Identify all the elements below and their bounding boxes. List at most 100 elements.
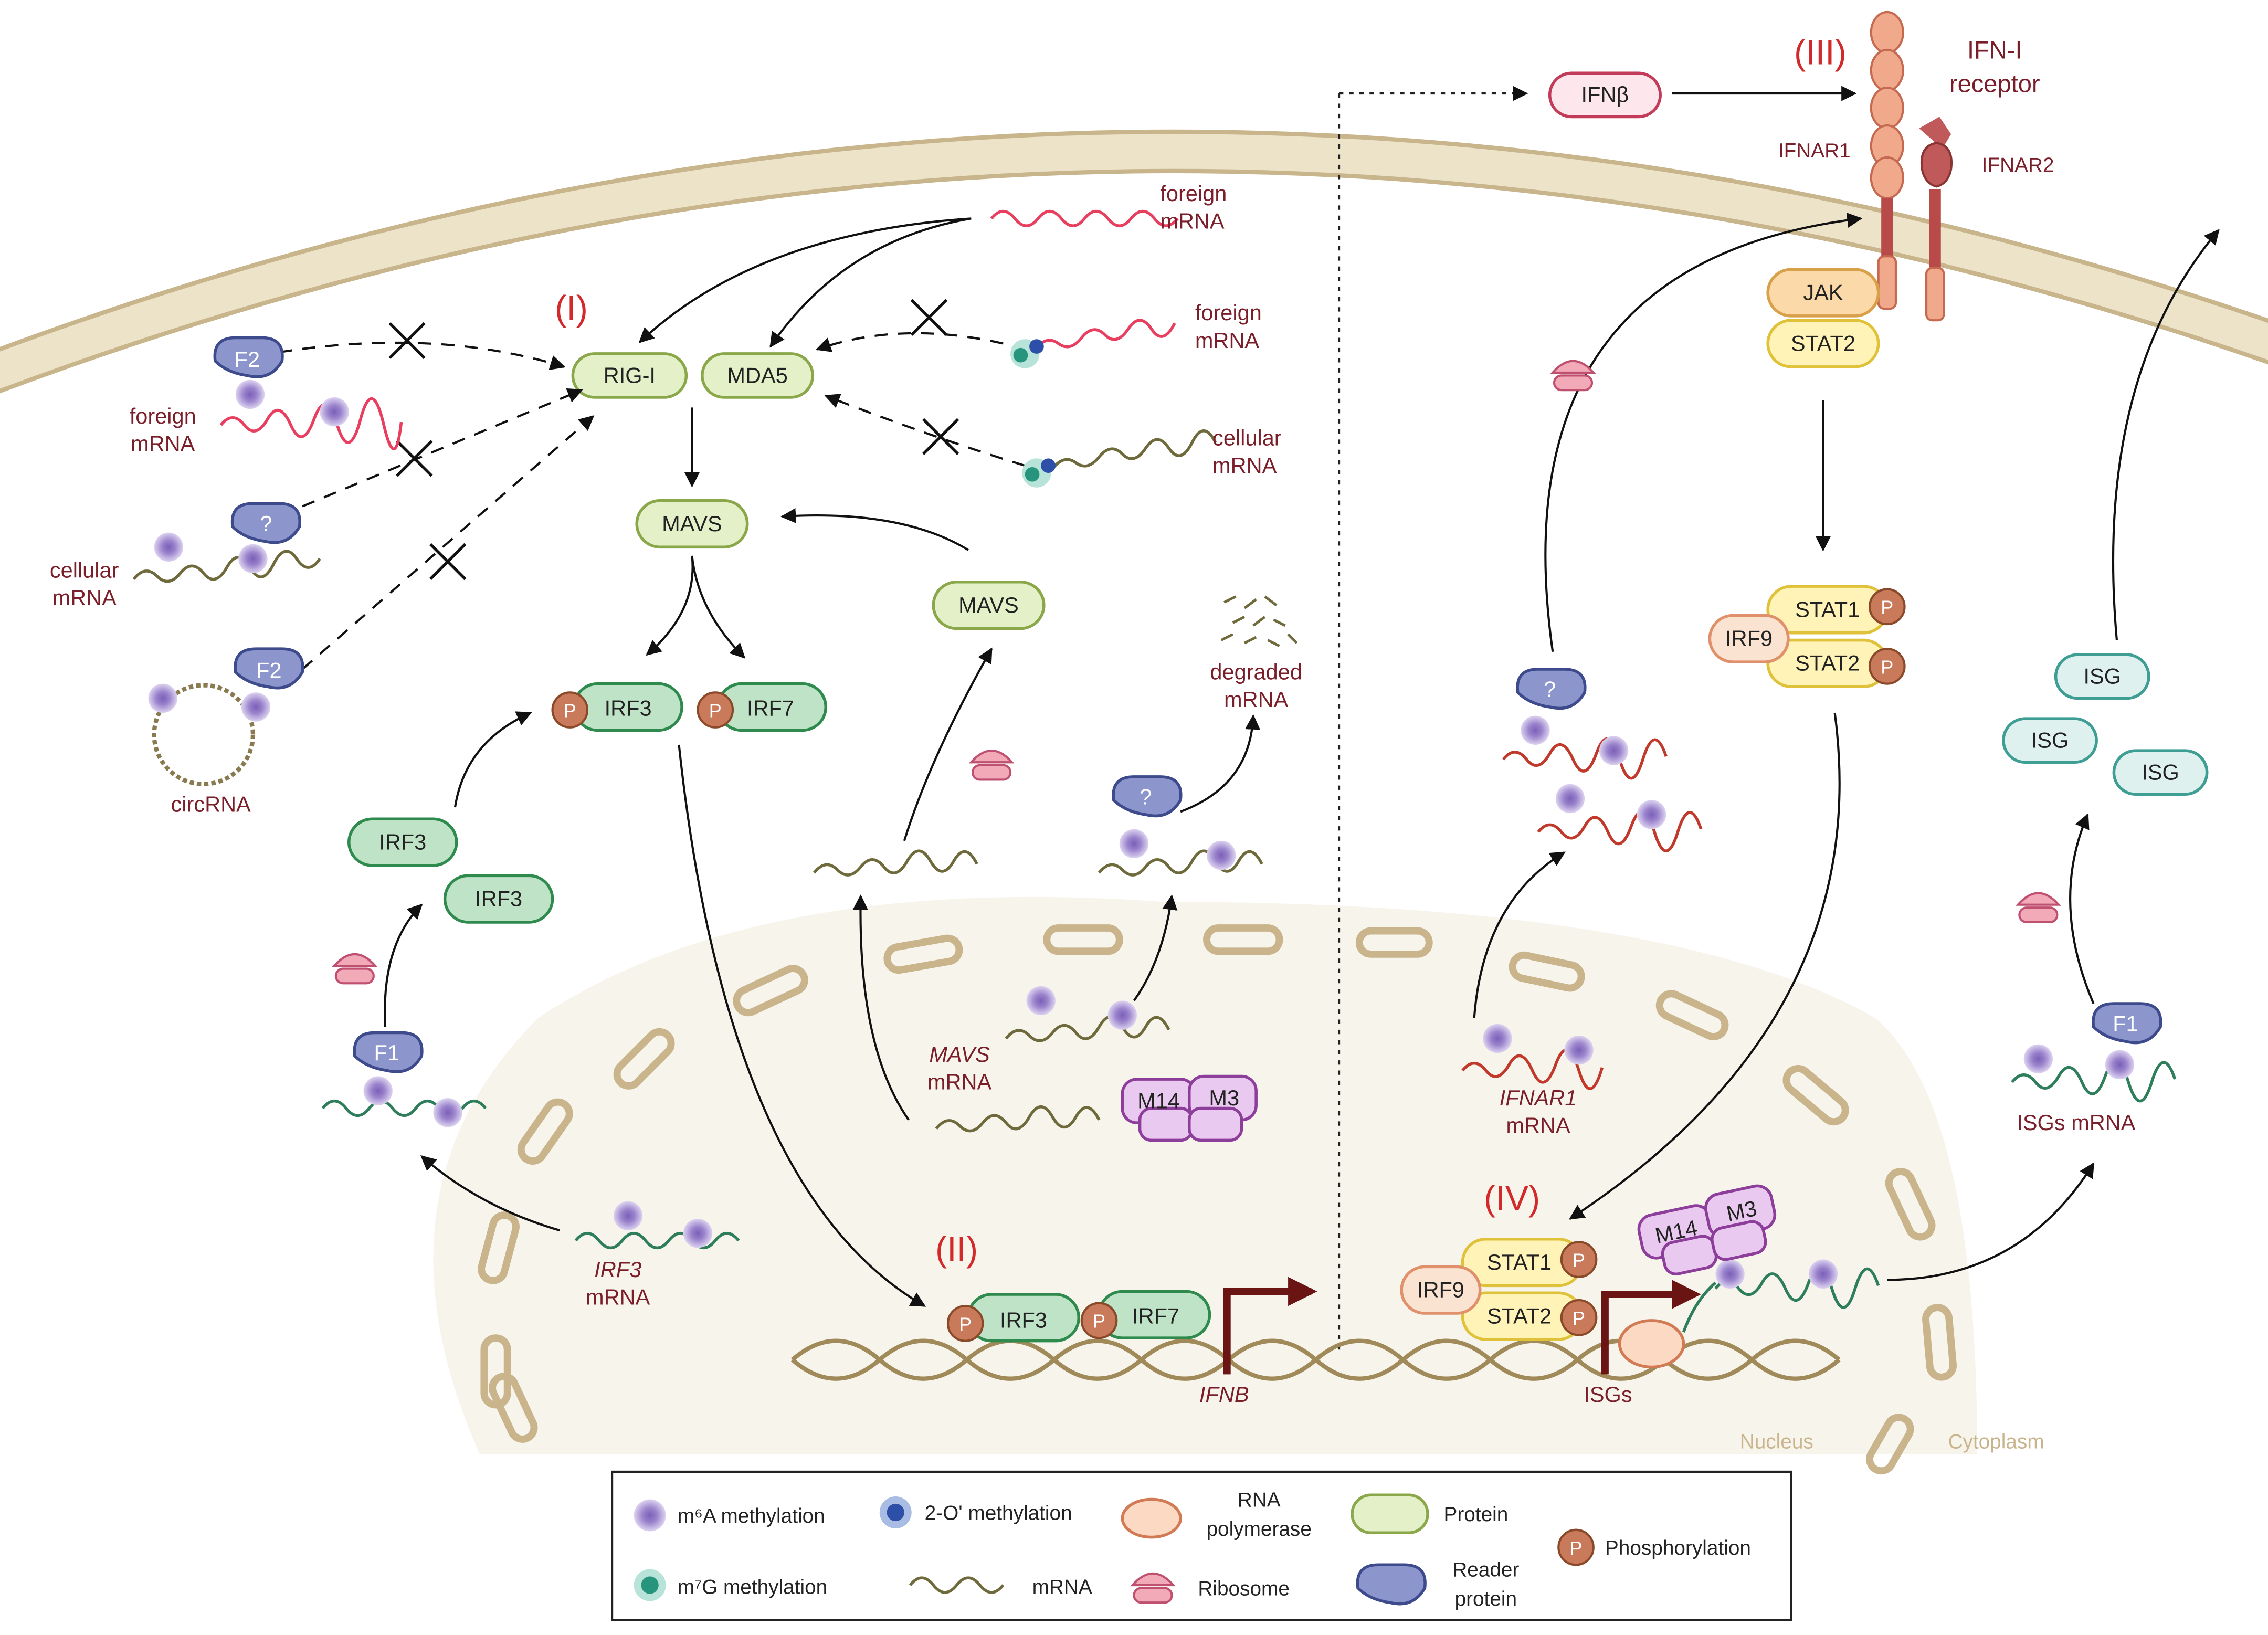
arrow-isgs-export (1887, 1162, 2095, 1281)
svg-text:Phosphorylation: Phosphorylation (1605, 1537, 1751, 1559)
legend-m6a: m⁶A methylation (634, 1499, 825, 1532)
svg-text:?: ? (1544, 677, 1556, 702)
svg-text:2-O' methylation: 2-O' methylation (925, 1502, 1072, 1524)
svg-text:IRF9: IRF9 (1417, 1278, 1464, 1302)
cytoplasm-label: Cytoplasm (1948, 1431, 2044, 1453)
isgs-mrna-cyto: ISGs mRNA (2011, 1044, 2177, 1135)
cellular-mrna-left: cellular mRNA (50, 532, 321, 610)
irf7-on-dna: P IRF7 (1080, 1290, 1211, 1339)
svg-text:mRNA: mRNA (52, 585, 117, 610)
mavs-mrna-nucleus: MAVS mRNA (927, 986, 1170, 1133)
svg-text:P: P (709, 700, 722, 721)
svg-text:?: ? (1140, 785, 1152, 809)
svg-text:protein: protein (1455, 1588, 1517, 1610)
arrow-ifnar1-export (1473, 851, 1566, 1018)
svg-text:foreign: foreign (130, 404, 196, 428)
svg-text:P: P (1570, 1537, 1583, 1559)
foreign-mrna-left: foreign mRNA (130, 379, 403, 456)
nuclear-pores (478, 924, 1957, 1475)
svg-text:ISG: ISG (2083, 664, 2121, 689)
circrna: circRNA (148, 683, 271, 816)
ifnar2-receptor: IFNAR2 (1919, 117, 2054, 322)
stage-I-label: (I) (555, 289, 588, 328)
svg-text:foreign: foreign (1160, 181, 1227, 206)
cell-membrane (0, 129, 2268, 394)
inhibition-x-marks (388, 299, 959, 581)
ribosome-left (332, 953, 378, 985)
arrow-isg-translation (2069, 813, 2095, 1004)
svg-text:STAT2: STAT2 (1487, 1303, 1552, 1328)
svg-text:Protein: Protein (1443, 1503, 1508, 1526)
degraded-mrna: degraded mRNA (1210, 595, 1302, 712)
f2-reader-circrna: F2 (234, 647, 304, 690)
unknown-reader-mavs: ? (1112, 775, 1183, 818)
svg-text:STAT1: STAT1 (1487, 1250, 1552, 1274)
svg-text:mRNA: mRNA (1032, 1576, 1092, 1599)
svg-text:P: P (1881, 656, 1893, 678)
svg-text:foreign: foreign (1195, 300, 1262, 325)
arrows-sensing (638, 217, 972, 659)
svg-text:MDA5: MDA5 (727, 363, 787, 387)
svg-text:receptor: receptor (1949, 69, 2040, 97)
arrow-isgf3-to-nucleus (1569, 712, 1841, 1220)
ribosome-isg (2016, 892, 2061, 924)
svg-text:IRF3: IRF3 (475, 886, 522, 911)
isg-protein-1: ISG (2054, 653, 2150, 700)
m14-m3-complex-right: M14 M3 (1637, 1184, 1777, 1276)
svg-text:cellular: cellular (50, 557, 119, 582)
ifnar1-mrna-nucleus: IFNAR1 mRNA (1461, 1024, 1604, 1138)
svg-text:STAT2: STAT2 (1795, 651, 1860, 676)
mavs-arrows (852, 647, 1261, 1121)
legend-reader: Reader protein (1356, 1558, 1519, 1610)
arrow-ifnar1-to-membrane (1544, 213, 1863, 652)
isgf3-cyto: IRF9 STAT1 STAT2 P P (1708, 585, 1906, 688)
rigi-protein: RIG-I (571, 352, 688, 399)
mavs-mrna-methylated-cyto (1098, 829, 1263, 877)
svg-text:ISG: ISG (2142, 760, 2179, 784)
irf3-phos-cyto: P IRF3 (551, 682, 683, 732)
svg-text:MAVS: MAVS (662, 511, 722, 536)
svg-text:m⁶A methylation: m⁶A methylation (678, 1505, 825, 1527)
svg-text:mRNA: mRNA (1224, 687, 1289, 712)
svg-text:mRNA: mRNA (586, 1284, 650, 1309)
f2-reader-foreign: F2 (213, 336, 284, 378)
isg-protein-3: ISG (2112, 749, 2209, 796)
ribosome-ifnar (1550, 360, 1596, 392)
svg-text:M3: M3 (1209, 1085, 1239, 1110)
foreign-mrna-capped: foreign mRNA (1010, 300, 1262, 368)
irf7-phos-cyto: P IRF7 (697, 682, 828, 732)
stage-II-label: (II) (935, 1230, 978, 1269)
svg-text:ISG: ISG (2031, 728, 2069, 753)
svg-text:STAT2: STAT2 (1791, 331, 1855, 355)
mavs-protein: MAVS (635, 499, 749, 549)
f1-reader-right: F1 (2092, 1002, 2162, 1045)
svg-text:polymerase: polymerase (1207, 1518, 1312, 1541)
svg-text:IFNβ: IFNβ (1581, 82, 1629, 107)
svg-text:cellular: cellular (1212, 425, 1282, 450)
svg-text:P: P (1573, 1307, 1585, 1329)
isg-protein-2: ISG (2002, 717, 2098, 764)
svg-text:mRNA: mRNA (1506, 1113, 1570, 1138)
svg-text:mRNA: mRNA (131, 431, 195, 456)
nucleus-label: Nucleus (1740, 1431, 1813, 1453)
svg-text:IRF3: IRF3 (605, 696, 652, 721)
ribosome-mavs (968, 750, 1015, 781)
cellular-mrna-capped: cellular mRNA (1022, 425, 1282, 488)
svg-text:F1: F1 (2113, 1011, 2138, 1036)
svg-text:degraded: degraded (1210, 659, 1302, 684)
f1-reader-left: F1 (353, 1031, 424, 1073)
svg-text:IRF7: IRF7 (1132, 1303, 1179, 1328)
ifnar1-receptor: IFNAR1 (1778, 10, 1904, 310)
svg-text:MAVS: MAVS (929, 1042, 990, 1067)
receptor-label: IFN-I receptor (1949, 36, 2040, 98)
unknown-reader-cellular: ? (230, 502, 301, 544)
legend-protein: Protein (1351, 1493, 1508, 1535)
svg-text:IFNAR2: IFNAR2 (1982, 154, 2054, 177)
rna-polymerase-dna (1618, 1281, 1717, 1369)
svg-text:P: P (564, 700, 576, 721)
isgs-mrna-nucleus (1714, 1259, 1880, 1309)
arrow-irf-to-dna (678, 744, 926, 1307)
legend-phos: P Phosphorylation (1557, 1528, 1751, 1566)
stat2-receptor: STAT2 (1766, 319, 1880, 368)
